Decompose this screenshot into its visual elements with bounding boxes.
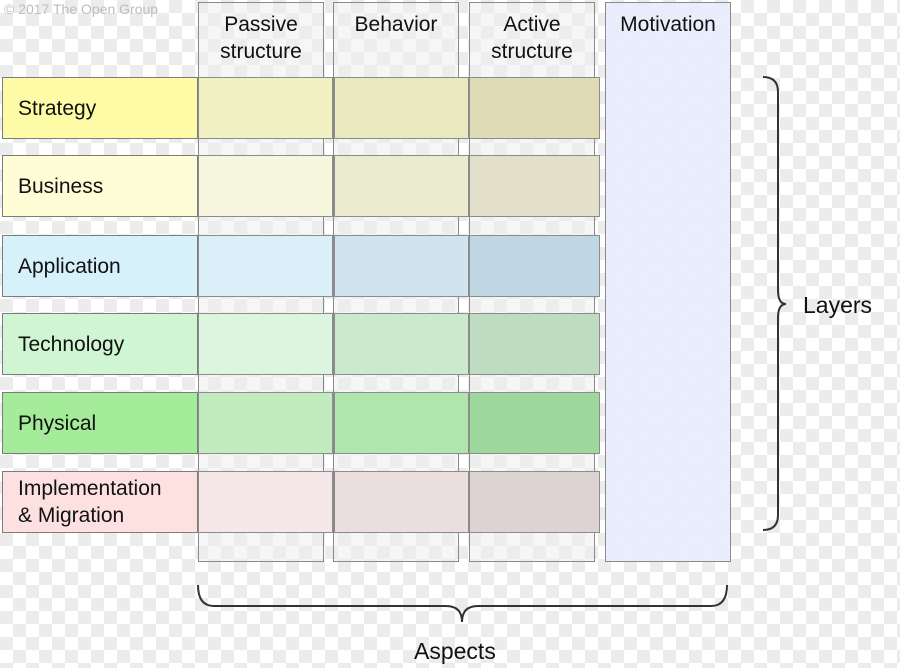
cell-physical-passive: [198, 392, 333, 454]
layer-label-strategy: Strategy: [2, 77, 198, 139]
aspects-label: Aspects: [414, 638, 496, 664]
aspects-brace: [197, 584, 728, 623]
layers-label: Layers: [803, 292, 873, 318]
layers-brace: [762, 76, 787, 531]
aspect-title-passive: Passive structure: [220, 13, 302, 63]
cell-physical-behavior: [334, 392, 469, 454]
layer-label-business: Business: [2, 155, 198, 217]
cell-implementation-migration-active: [469, 471, 600, 533]
copyright-notice: © 2017 The Open Group: [4, 1, 159, 17]
cell-business-passive: [198, 155, 333, 217]
cell-technology-passive: [198, 313, 333, 375]
cell-business-active: [469, 155, 600, 217]
cell-strategy-behavior: [334, 77, 469, 139]
layer-label-technology: Technology: [2, 313, 198, 375]
cell-physical-active: [469, 392, 600, 454]
cell-application-active: [469, 235, 600, 297]
layer-label-implementation-migration: Implementation & Migration: [2, 471, 198, 533]
cell-implementation-migration-behavior: [334, 471, 469, 533]
layer-label-application: Application: [2, 235, 198, 297]
cell-business-behavior: [334, 155, 469, 217]
cell-implementation-migration-passive: [198, 471, 333, 533]
cell-technology-behavior: [334, 313, 469, 375]
cell-technology-active: [469, 313, 600, 375]
cell-strategy-passive: [198, 77, 333, 139]
aspect-title-behavior: Behavior: [354, 13, 438, 36]
aspect-title-active: Active structure: [491, 13, 573, 63]
cell-strategy-active: [469, 77, 600, 139]
aspect-column-motivation: Motivation: [605, 2, 731, 562]
layer-label-physical: Physical: [2, 392, 198, 454]
aspect-title-motivation: Motivation: [620, 13, 716, 36]
cell-application-behavior: [334, 235, 469, 297]
cell-application-passive: [198, 235, 333, 297]
